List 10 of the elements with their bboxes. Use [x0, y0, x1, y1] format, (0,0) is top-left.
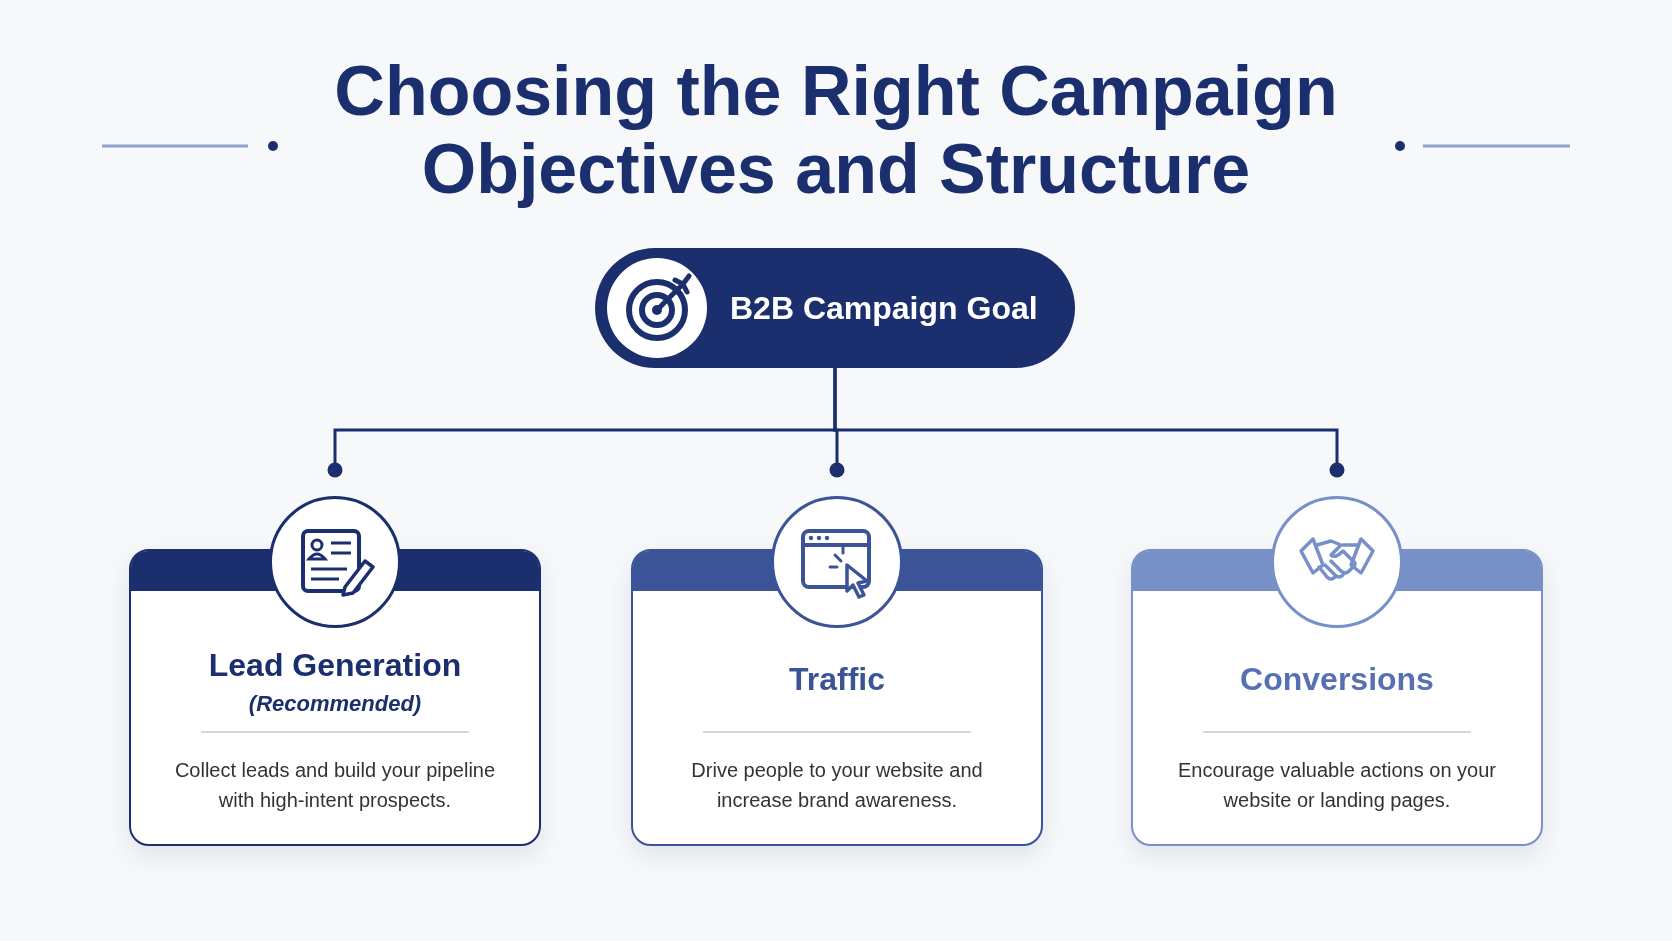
connector-line	[833, 368, 1345, 478]
objective-description: Drive people to your website and increase brand awareness.	[690, 758, 984, 813]
objective-note: (Recommended)	[247, 691, 423, 717]
objective-title: Conversions	[1239, 661, 1435, 698]
goal-label: B2B Campaign Goal	[730, 290, 1038, 327]
objective-description: Collect leads and build your pipeline with high-intent prospects.	[173, 758, 497, 813]
objective-description: Encourage valuable actions on your website or landing pages.	[1177, 758, 1497, 813]
title: Choosing the Right Campaign Objectives and Structure	[333, 52, 1339, 208]
objective-title: Traffic	[788, 661, 886, 698]
objective-title: Lead Generation	[207, 647, 463, 684]
